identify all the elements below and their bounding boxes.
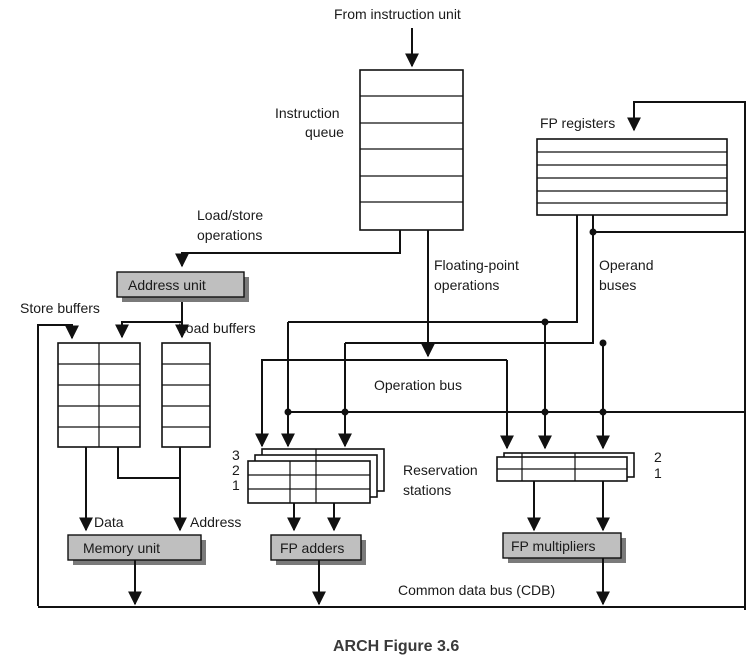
load-buffers (161, 342, 211, 448)
data-label: Data (94, 514, 124, 530)
operand-bus-b (345, 215, 594, 344)
address-unit-split (115, 302, 183, 339)
store-buffers-label: Store buffers (20, 300, 100, 316)
memory-unit-label: Memory unit (83, 540, 160, 556)
cdb-label: Common data bus (CDB) (398, 582, 555, 598)
fp-multipliers (502, 532, 622, 559)
address-unit (116, 271, 245, 298)
rs-add-index-2: 2 (232, 462, 240, 478)
load-buffers-label: Load buffers (178, 320, 256, 336)
cdb-to-fp-registers (627, 101, 746, 610)
from-instruction-unit-label: From instruction unit (334, 6, 461, 22)
fp-registers-label: FP registers (540, 115, 615, 131)
operation-bus (261, 359, 428, 440)
rs-add-index-3: 3 (232, 447, 240, 463)
reservation-stations-label-line2: stations (403, 482, 451, 498)
address-label: Address (190, 514, 241, 530)
floating-point-label-line1: Floating-point (434, 257, 519, 273)
instruction-queue-label-line2: queue (305, 124, 344, 140)
floating-point-label-line2: operations (434, 277, 499, 293)
store-buffers (57, 342, 141, 448)
reservation-stations-label-line1: Reservation (403, 462, 478, 478)
fp-adders (270, 534, 362, 561)
address-unit-label: Address unit (128, 277, 206, 293)
fp-multipliers-label: FP multipliers (511, 538, 596, 554)
operand-buses-label-line2: buses (599, 277, 636, 293)
load-store-label-line2: operations (197, 227, 262, 243)
operand-bus-a (288, 215, 578, 323)
figure-caption: ARCH Figure 3.6 (333, 638, 459, 655)
operation-bus-label: Operation bus (374, 377, 462, 393)
rs-mul-index-1: 1 (654, 465, 662, 481)
instruction-queue-label-line1: Instruction (275, 105, 340, 121)
cdb-to-store-buffers (37, 324, 79, 606)
operand-buses-label-line1: Operand (599, 257, 653, 273)
rs-add-index-1: 1 (232, 477, 240, 493)
load-store-label-line1: Load/store (197, 207, 263, 223)
memory-unit (67, 534, 202, 561)
fp-registers (536, 138, 728, 216)
adder-reservation-stations (247, 448, 385, 504)
fp-adders-label: FP adders (280, 540, 344, 556)
multiplier-reservation-stations (496, 452, 635, 482)
load-store-path (175, 230, 401, 268)
instruction-queue (359, 69, 464, 231)
rs-mul-index-2: 2 (654, 449, 662, 465)
